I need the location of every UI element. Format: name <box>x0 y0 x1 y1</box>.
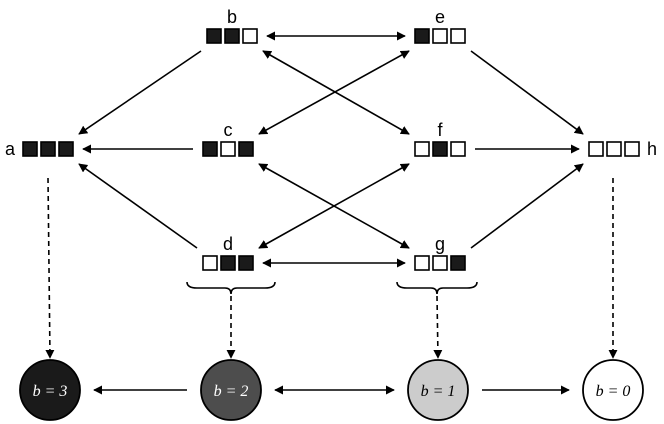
summary-circle <box>582 359 644 421</box>
filled-square <box>202 141 218 157</box>
edge-b-a <box>78 50 202 135</box>
brace-c-d <box>186 281 276 295</box>
state-label-f: f <box>437 120 443 140</box>
summary-circle <box>19 359 81 421</box>
filled-square <box>414 28 430 44</box>
summary-node-s3: b = 3 <box>19 359 81 421</box>
empty-square <box>414 255 430 271</box>
empty-square <box>624 141 640 157</box>
summary-label-s0: b = 0 <box>596 383 631 400</box>
state-label-a: a <box>5 139 16 159</box>
empty-square <box>588 141 604 157</box>
empty-square <box>432 255 448 271</box>
state-node-a: a <box>5 139 74 159</box>
state-node-g: g <box>414 234 466 271</box>
state-node-b: b <box>206 7 258 44</box>
filled-square <box>432 141 448 157</box>
summary-nodes: b = 3 b = 2 b = 1 b = 0 <box>19 359 644 421</box>
empty-square <box>450 28 466 44</box>
transition-edges <box>78 31 584 268</box>
state-label-c: c <box>224 120 233 140</box>
filled-square <box>206 28 222 44</box>
filled-square <box>220 255 236 271</box>
state-label-g: g <box>435 234 445 254</box>
projection-lines <box>45 177 618 359</box>
brace-f-g <box>396 281 478 295</box>
filled-square <box>22 141 38 157</box>
filled-square <box>40 141 56 157</box>
filled-square <box>238 255 254 271</box>
edge-e-c <box>258 50 410 135</box>
summary-label-s3: b = 3 <box>33 383 68 400</box>
empty-square <box>220 141 236 157</box>
summary-circle <box>200 359 262 421</box>
filled-square <box>450 255 466 271</box>
state-node-d: d <box>202 234 254 271</box>
state-label-b: b <box>227 7 237 27</box>
state-node-c: c <box>202 120 254 157</box>
empty-square <box>450 141 466 157</box>
projection-a-s3 <box>45 177 55 359</box>
empty-square <box>606 141 622 157</box>
edge-e-h <box>470 50 584 135</box>
state-nodes: b e a c f h d g <box>5 7 657 271</box>
projection-f_g_group-s1 <box>433 295 443 359</box>
summary-node-s0: b = 0 <box>582 359 644 421</box>
edge-f-d <box>258 163 410 249</box>
summary-node-s2: b = 2 <box>200 359 262 421</box>
empty-square <box>432 28 448 44</box>
edge-g-h <box>470 163 584 249</box>
summary-label-s2: b = 2 <box>214 383 249 400</box>
edge-d-a <box>78 163 198 249</box>
empty-square <box>202 255 218 271</box>
state-node-e: e <box>414 7 466 44</box>
filled-square <box>58 141 74 157</box>
state-node-h: h <box>588 139 657 159</box>
summary-circle <box>407 359 469 421</box>
filled-square <box>238 141 254 157</box>
empty-square <box>242 28 258 44</box>
empty-square <box>414 141 430 157</box>
summary-node-s1: b = 1 <box>407 359 469 421</box>
group-braces <box>186 281 478 295</box>
state-label-e: e <box>435 7 445 27</box>
state-label-d: d <box>223 234 233 254</box>
summary-label-s1: b = 1 <box>421 383 456 400</box>
state-node-f: f <box>414 120 466 157</box>
filled-square <box>224 28 240 44</box>
state-label-h: h <box>647 139 657 159</box>
